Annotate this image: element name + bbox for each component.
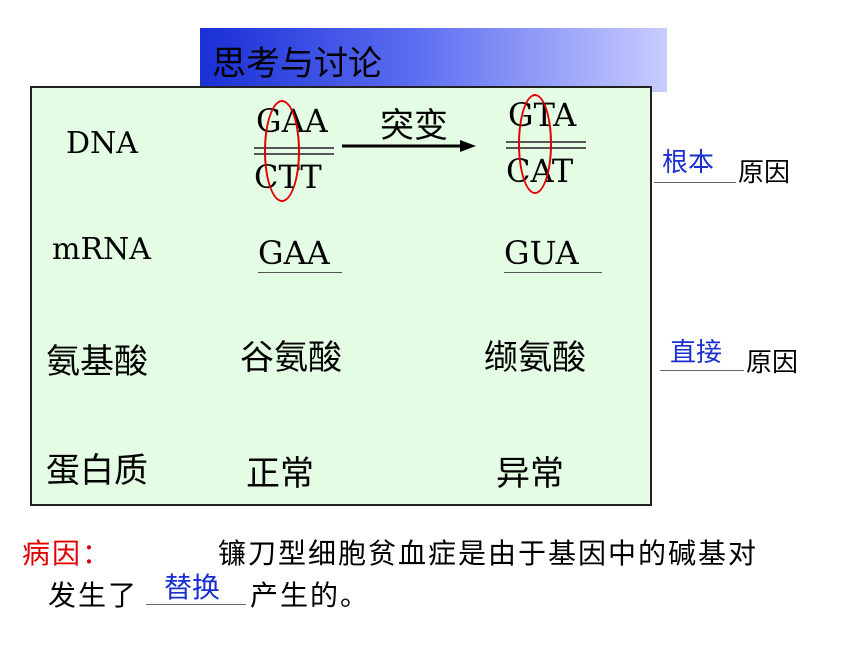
row-label-dna: DNA: [66, 126, 138, 161]
cause-label: 病因：: [22, 537, 113, 570]
title-bar: [200, 28, 667, 92]
mutation-arrow-icon: [342, 140, 476, 152]
direct-cause-answer: 直接: [670, 338, 723, 368]
mrna-normal: GAA: [258, 234, 342, 273]
row-label-amino-acid: 氨基酸: [46, 342, 148, 382]
row-label-mrna: mRNA: [52, 232, 151, 267]
cause-sentence-prefix: 发生了: [48, 579, 139, 612]
amino-acid-mutant: 缬氨酸: [484, 338, 586, 378]
mutation-label: 突变: [380, 106, 448, 146]
cause-sentence: 镰刀型细胞贫血症是由于基因中的碱基对: [218, 537, 759, 570]
root-cause-answer: 根本: [662, 148, 715, 178]
protein-mutant: 异常: [496, 454, 564, 494]
substitution-blank-line: [146, 604, 246, 605]
mrna-mutant: GUA: [504, 234, 602, 273]
direct-cause-blank-line: [660, 370, 744, 371]
direct-cause-suffix: 原因: [746, 348, 799, 378]
normal-base-highlight-ellipse: [264, 100, 300, 202]
protein-normal: 正常: [246, 454, 314, 494]
mutant-base-highlight-ellipse: [518, 94, 552, 194]
root-cause-blank-line: [654, 182, 736, 183]
row-label-protein: 蛋白质: [46, 451, 148, 491]
substitution-answer: 替换: [164, 571, 221, 604]
cause-sentence-suffix: 产生的。: [250, 579, 371, 612]
page-title: 思考与讨论: [212, 44, 382, 84]
root-cause-suffix: 原因: [738, 158, 791, 188]
amino-acid-normal: 谷氨酸: [240, 338, 342, 378]
